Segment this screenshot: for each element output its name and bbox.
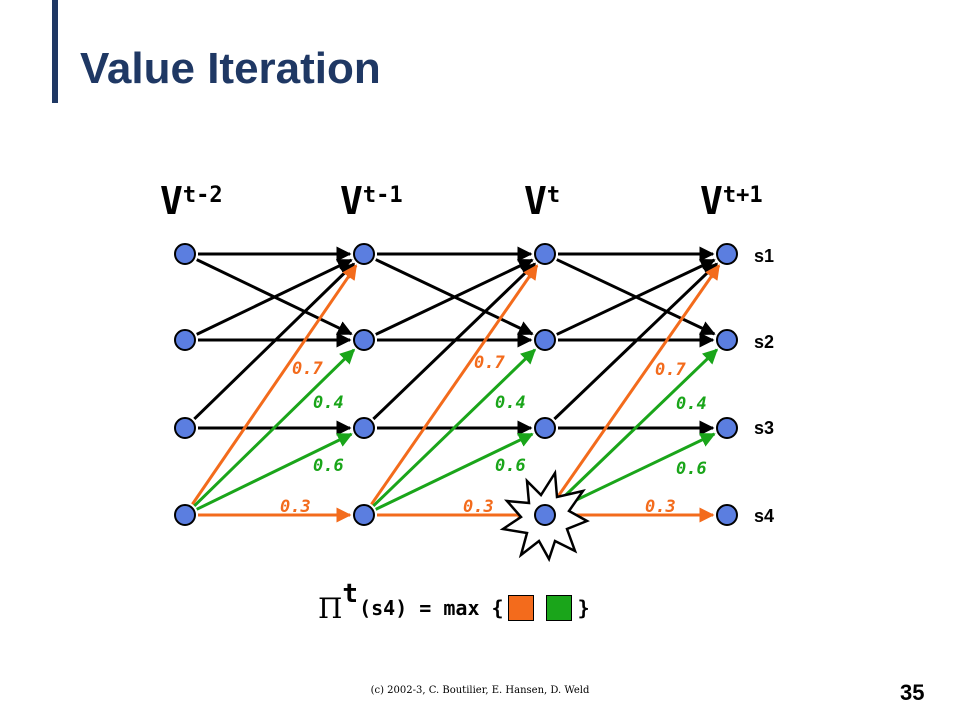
title-accent-bar	[52, 0, 58, 103]
state-node	[534, 243, 556, 265]
state-node	[534, 504, 556, 526]
transition-edge-black	[375, 258, 534, 336]
green-action-swatch	[545, 595, 572, 621]
state-label-s1: s1	[754, 246, 774, 266]
probability-label: 0.3	[280, 497, 311, 517]
policy-equation: Π t (s4) = max { }	[318, 578, 590, 638]
transition-edge-green	[372, 348, 537, 508]
probability-label: 0.6	[676, 459, 707, 479]
probability-label: 0.7	[655, 360, 686, 380]
transition-edge-black	[193, 262, 356, 421]
transition-edge-black	[553, 262, 718, 421]
column-label: Vt	[524, 179, 560, 223]
transition-edge-black	[196, 258, 353, 336]
state-label-s2: s2	[754, 332, 774, 352]
transition-edge-green	[196, 432, 353, 511]
transition-edge-green	[553, 348, 718, 508]
column-label: Vt+1	[700, 179, 763, 223]
state-node	[716, 243, 738, 265]
copyright-footer: (c) 2002-3, C. Boutilier, E. Hansen, D. …	[370, 685, 590, 696]
policy-close-brace: }	[577, 596, 590, 620]
diagram-labels: 0.7 0.7 0.7 0.3 0.3 0.3 0.4 0.4 0.4 0.6 0.6 0.6 Vt-2…	[160, 179, 774, 526]
transition-edge-black	[556, 258, 716, 336]
transition-edge-orange	[551, 264, 721, 506]
state-label-s4: s4	[754, 506, 774, 526]
state-nodes	[174, 243, 738, 526]
state-node	[716, 417, 738, 439]
state-node	[534, 417, 556, 439]
page-title: Value Iteration	[80, 44, 381, 93]
state-node	[174, 504, 196, 526]
probability-label: 0.4	[676, 394, 707, 414]
state-node	[174, 243, 196, 265]
state-node	[353, 504, 375, 526]
probability-label: 0.3	[463, 497, 494, 517]
pi-symbol: Π	[318, 591, 343, 625]
probability-label: 0.6	[313, 456, 344, 476]
probability-label: 0.7	[292, 359, 323, 379]
probability-label: 0.4	[313, 393, 344, 413]
probability-label: 0.7	[474, 353, 505, 373]
column-label: Vt-1	[340, 179, 403, 223]
state-node	[174, 417, 196, 439]
column-label: Vt-2	[160, 179, 223, 223]
probability-label: 0.6	[495, 456, 526, 476]
probability-label: 0.3	[645, 497, 676, 517]
transition-edge-green	[193, 348, 356, 507]
state-node	[534, 329, 556, 351]
transition-edge-green	[375, 432, 534, 511]
probability-label: 0.4	[495, 393, 526, 413]
orange-action-swatch	[507, 595, 534, 621]
page-number: 35	[900, 680, 925, 705]
state-node	[353, 417, 375, 439]
transition-edge-orange	[191, 264, 358, 506]
transition-edge-black	[372, 262, 536, 421]
transition-edge-green	[556, 432, 716, 511]
state-node	[353, 243, 375, 265]
transition-edge-orange	[370, 264, 539, 506]
transition-edges	[191, 246, 721, 523]
policy-expression: (s4) = max {	[359, 596, 504, 620]
state-node	[174, 329, 196, 351]
state-node	[716, 329, 738, 351]
state-node	[716, 504, 738, 526]
state-node	[353, 329, 375, 351]
pi-superscript: t	[342, 579, 359, 609]
state-label-s3: s3	[754, 418, 774, 438]
